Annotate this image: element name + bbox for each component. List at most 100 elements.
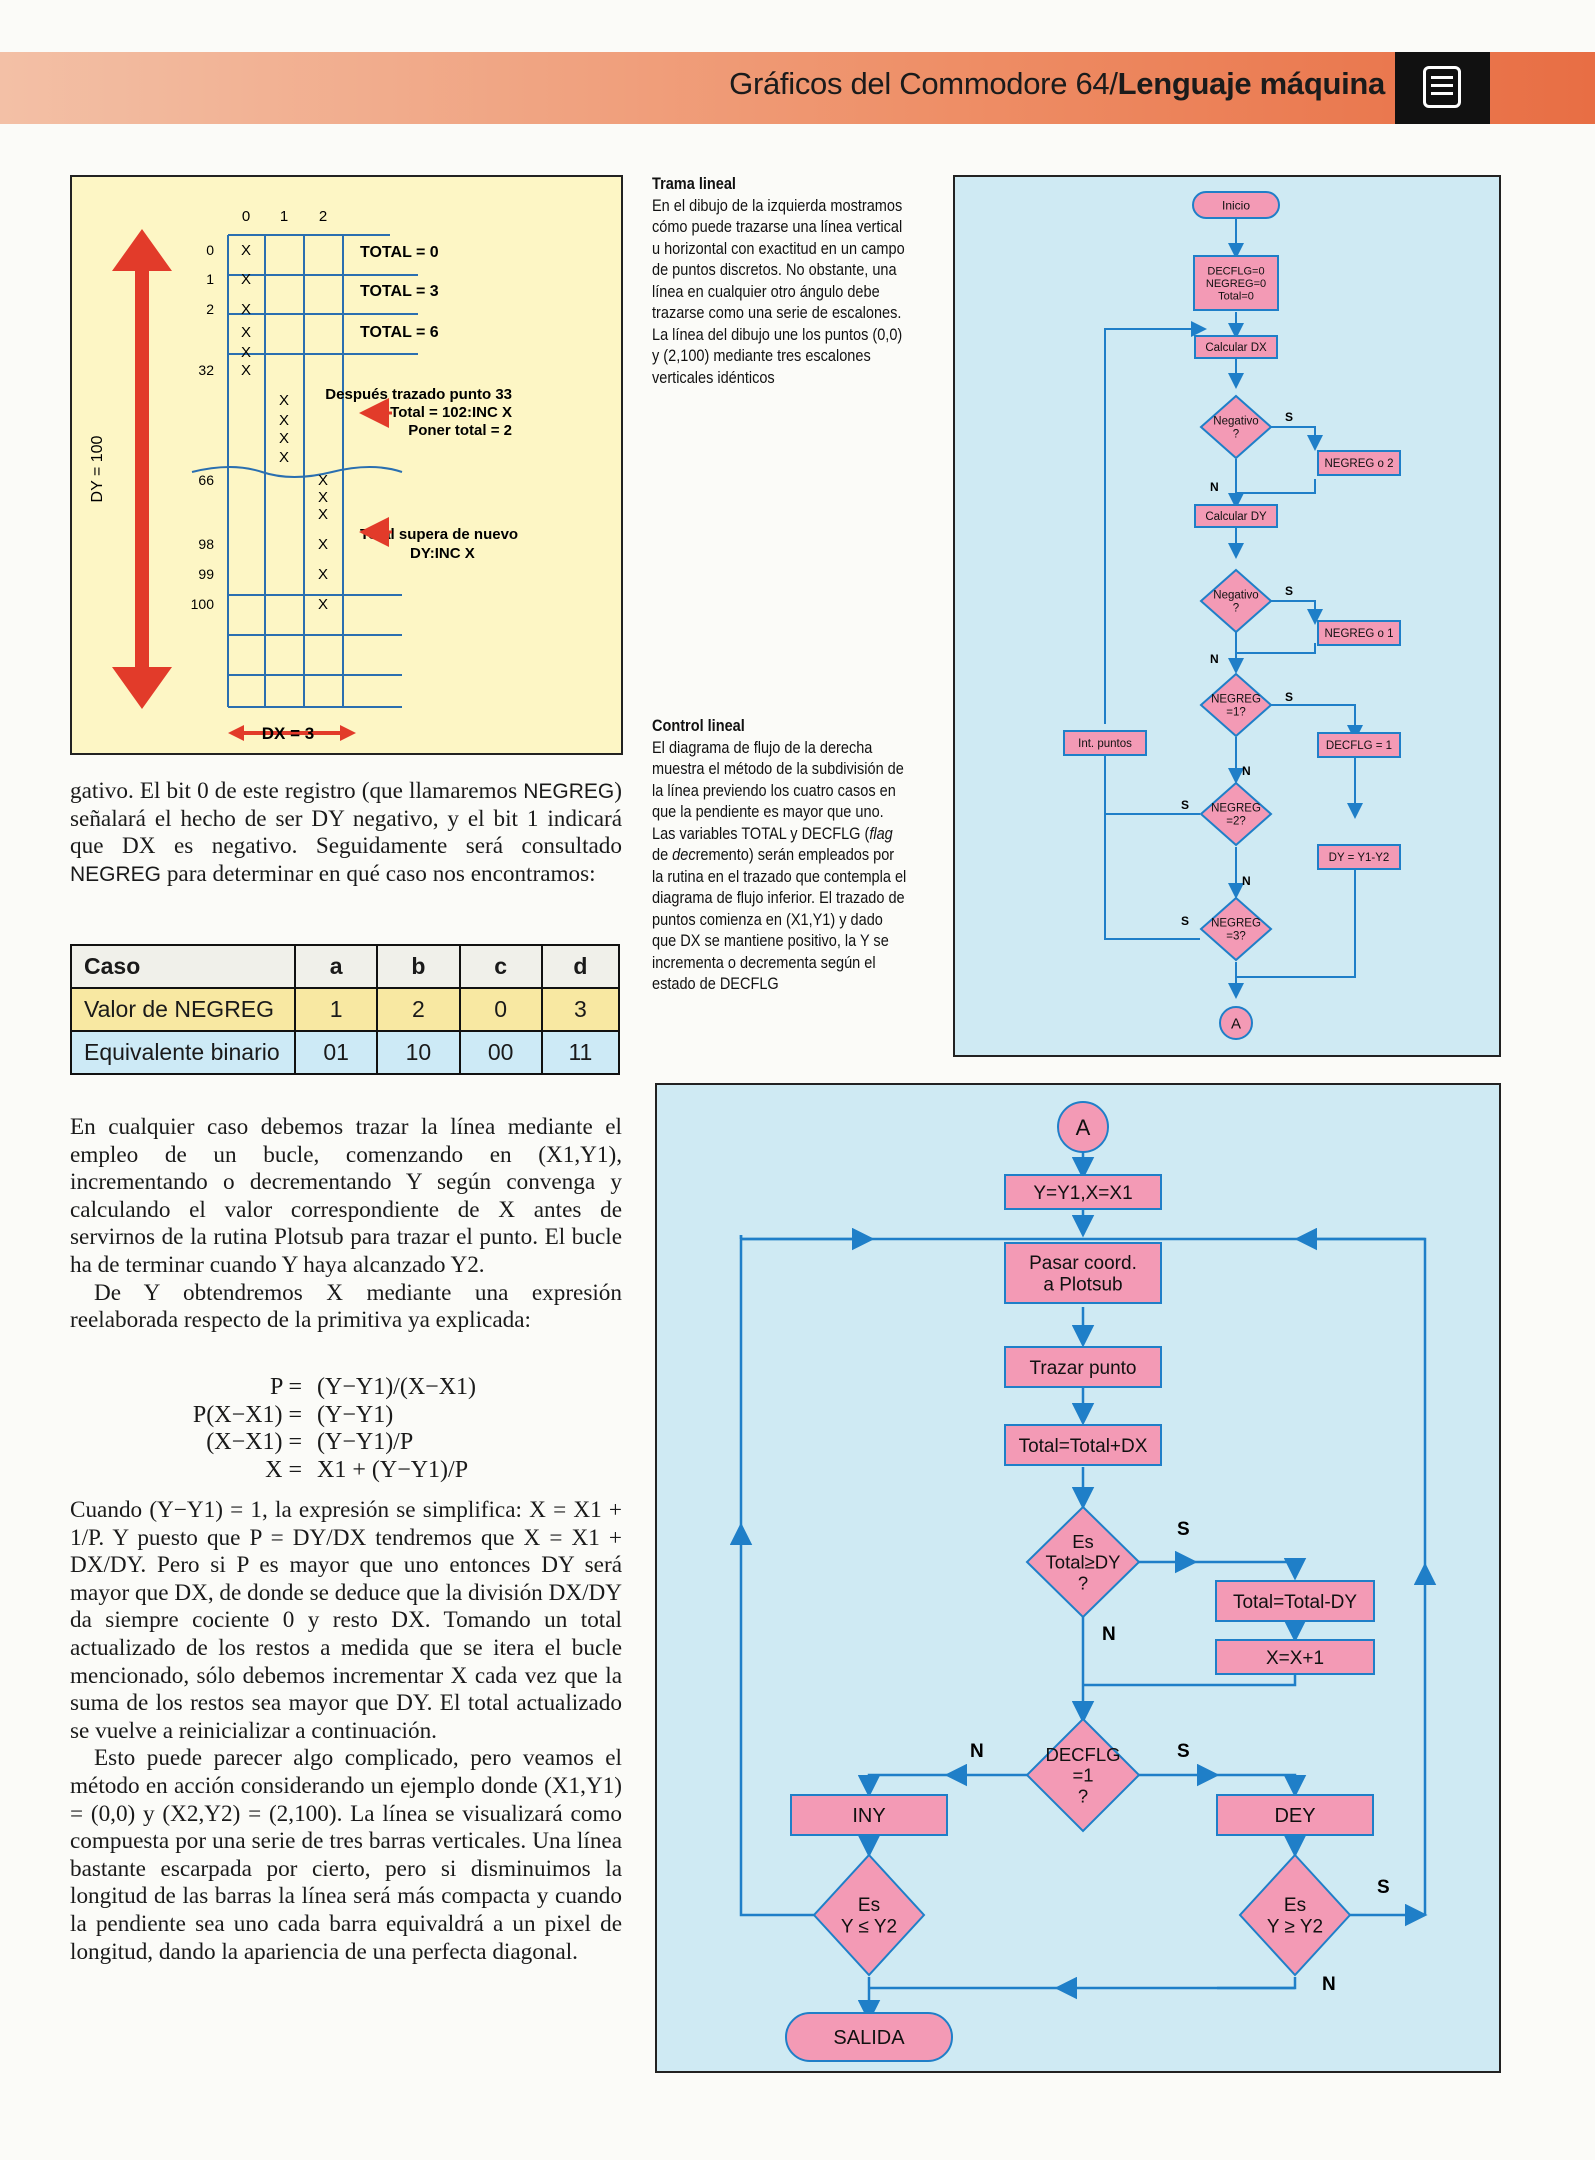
plotted-point: X [318, 566, 328, 583]
total-sub-box [1215, 1580, 1375, 1622]
total-label: TOTAL = 6 [360, 324, 439, 341]
y-le-y2-decision-text: Es [858, 1895, 880, 1916]
int-puntos-box [1063, 730, 1147, 756]
dy-arrow [112, 229, 172, 709]
plotted-point: X [279, 449, 289, 466]
negreg-2-decision-text: =2? [1226, 816, 1246, 828]
branch-label: N [1242, 764, 1251, 778]
section-badge [1395, 52, 1490, 124]
trazar-punto-box-text: Trazar punto [1029, 1358, 1136, 1379]
table-row: Valor de NEGREG 1 2 0 3 [70, 987, 621, 1032]
negreg-term: NEGREG [523, 780, 615, 803]
salida-node-text: SALIDA [833, 2027, 905, 2049]
table-cell: 3 [540, 987, 621, 1032]
plotted-point: X [241, 301, 251, 318]
row-label: 66 [198, 472, 214, 488]
caption-text: de [652, 846, 673, 864]
int-puntos-box-text: Int. puntos [1078, 738, 1132, 750]
dey-box-text: DEY [1274, 1805, 1315, 1827]
dx-label: DX = 3 [262, 724, 314, 743]
annotation-note: Total supera de nuevo [360, 526, 518, 543]
plotted-point: X [241, 271, 251, 288]
row-label: 0 [206, 242, 214, 258]
y-ge-y2-decision [1238, 1853, 1352, 1977]
decflg-decision [1025, 1717, 1141, 1833]
negreg-or-1-box [1317, 620, 1401, 646]
body-text: ) señalará el hecho de ser DY negativo, … [70, 778, 622, 860]
total-label: TOTAL = 3 [360, 283, 439, 300]
total-ge-dy-decision-text: ? [1078, 1572, 1088, 1593]
init-box [1193, 255, 1279, 311]
decflg-decision-text: ? [1078, 1785, 1088, 1806]
body-paragraph-3: Cuando (Y−Y1) = 1, la expresión se simpl… [70, 1497, 622, 1966]
column-label: 0 [242, 208, 250, 225]
table-cell: 00 [458, 1030, 543, 1075]
table-row: Equivalente binario 01 10 00 11 [70, 1030, 621, 1075]
table-cell: Valor de NEGREG [70, 987, 296, 1032]
formula-left: P(X−X1) = [192, 1401, 302, 1428]
dy-box [1317, 844, 1401, 870]
plotted-point: X [279, 430, 289, 447]
formula-right: (Y−Y1)/P [317, 1429, 414, 1456]
table-cell: 11 [540, 1030, 621, 1075]
annotation-note: DY:INC X [410, 545, 475, 562]
row-label: 98 [198, 536, 214, 552]
formula-left: X = [265, 1456, 302, 1483]
body-text: para determinar en qué caso nos encontra… [161, 860, 596, 887]
body-paragraph-2: En cualquier caso debemos trazar la líne… [70, 1114, 622, 1335]
page-header: Gráficos del Commodore 64/Lenguaje máqui… [0, 52, 1595, 124]
decflg-box-text: DECFLG = 1 [1326, 740, 1392, 752]
caption-title: Trama lineal [652, 175, 736, 193]
formula-right: X1 + (Y−Y1)/P [317, 1456, 469, 1483]
init-box [1004, 1174, 1162, 1210]
negreg-3-decision-text: =3? [1226, 931, 1246, 943]
plotted-point: X [318, 536, 328, 553]
body-text: En cualquier caso debemos trazar la líne… [70, 1114, 622, 1278]
dx-arrow [228, 725, 356, 741]
formula-left: P = [270, 1374, 302, 1400]
calc-dy-box-text: Calcular DY [1205, 511, 1267, 523]
plotted-point: X [279, 412, 289, 429]
table-cell: d [540, 944, 621, 989]
connector-a [1057, 1101, 1109, 1153]
total-ge-dy-decision [1025, 1505, 1141, 1619]
calc-dx-box [1194, 335, 1278, 359]
branch-label: N [970, 1741, 984, 1762]
dy-label: DY = 100 [89, 435, 106, 502]
table-cell: Caso [70, 944, 296, 989]
total-add-box [1004, 1424, 1162, 1466]
negative-decision-2 [1199, 568, 1273, 634]
row-label: 100 [191, 596, 215, 612]
calc-dx-box-text: Calcular DX [1205, 342, 1267, 354]
formula-line: P(X−X1) =(Y−Y1) [70, 1402, 622, 1430]
formula-left: (X−X1) = [206, 1429, 302, 1456]
table-header-row: Caso a b c d [70, 944, 621, 989]
total-add-box-text: Total=Total+DX [1019, 1436, 1148, 1457]
negative-decision-2-text: ? [1233, 603, 1239, 615]
header-title: Gráficos del Commodore 64/Lenguaje máqui… [729, 66, 1385, 101]
negreg-1-decision-text: NEGREG [1211, 694, 1261, 706]
caption-italic: flag [869, 824, 893, 843]
plotted-point: X [241, 344, 251, 361]
annotation-note: Total = 102:INC X [390, 404, 512, 421]
x-inc-box [1215, 1639, 1375, 1675]
row-label: 2 [206, 301, 214, 317]
caption-text: El diagrama de flujo de la derecha muest… [652, 738, 904, 843]
dey-box [1216, 1794, 1374, 1836]
column-label: 1 [280, 208, 288, 225]
branch-label: N [1210, 480, 1219, 494]
pasar-coord-box [1004, 1242, 1162, 1304]
trazar-punto-box [1004, 1346, 1162, 1388]
branch-label: N [1242, 874, 1251, 888]
branch-label: S [1181, 798, 1189, 812]
total-sub-box-text: Total=Total-DY [1233, 1592, 1357, 1613]
column-label: 2 [319, 208, 327, 225]
formula-line: (X−X1) = (Y−Y1)/P [70, 1429, 622, 1457]
formula-block: P =(Y−Y1)/(X−X1) P(X−X1) =(Y−Y1) (X−X1) … [70, 1374, 622, 1484]
branch-label: S [1181, 914, 1189, 928]
decflg-box [1317, 732, 1401, 758]
body-text: gativo. El bit 0 de este registro (que l… [70, 778, 524, 804]
